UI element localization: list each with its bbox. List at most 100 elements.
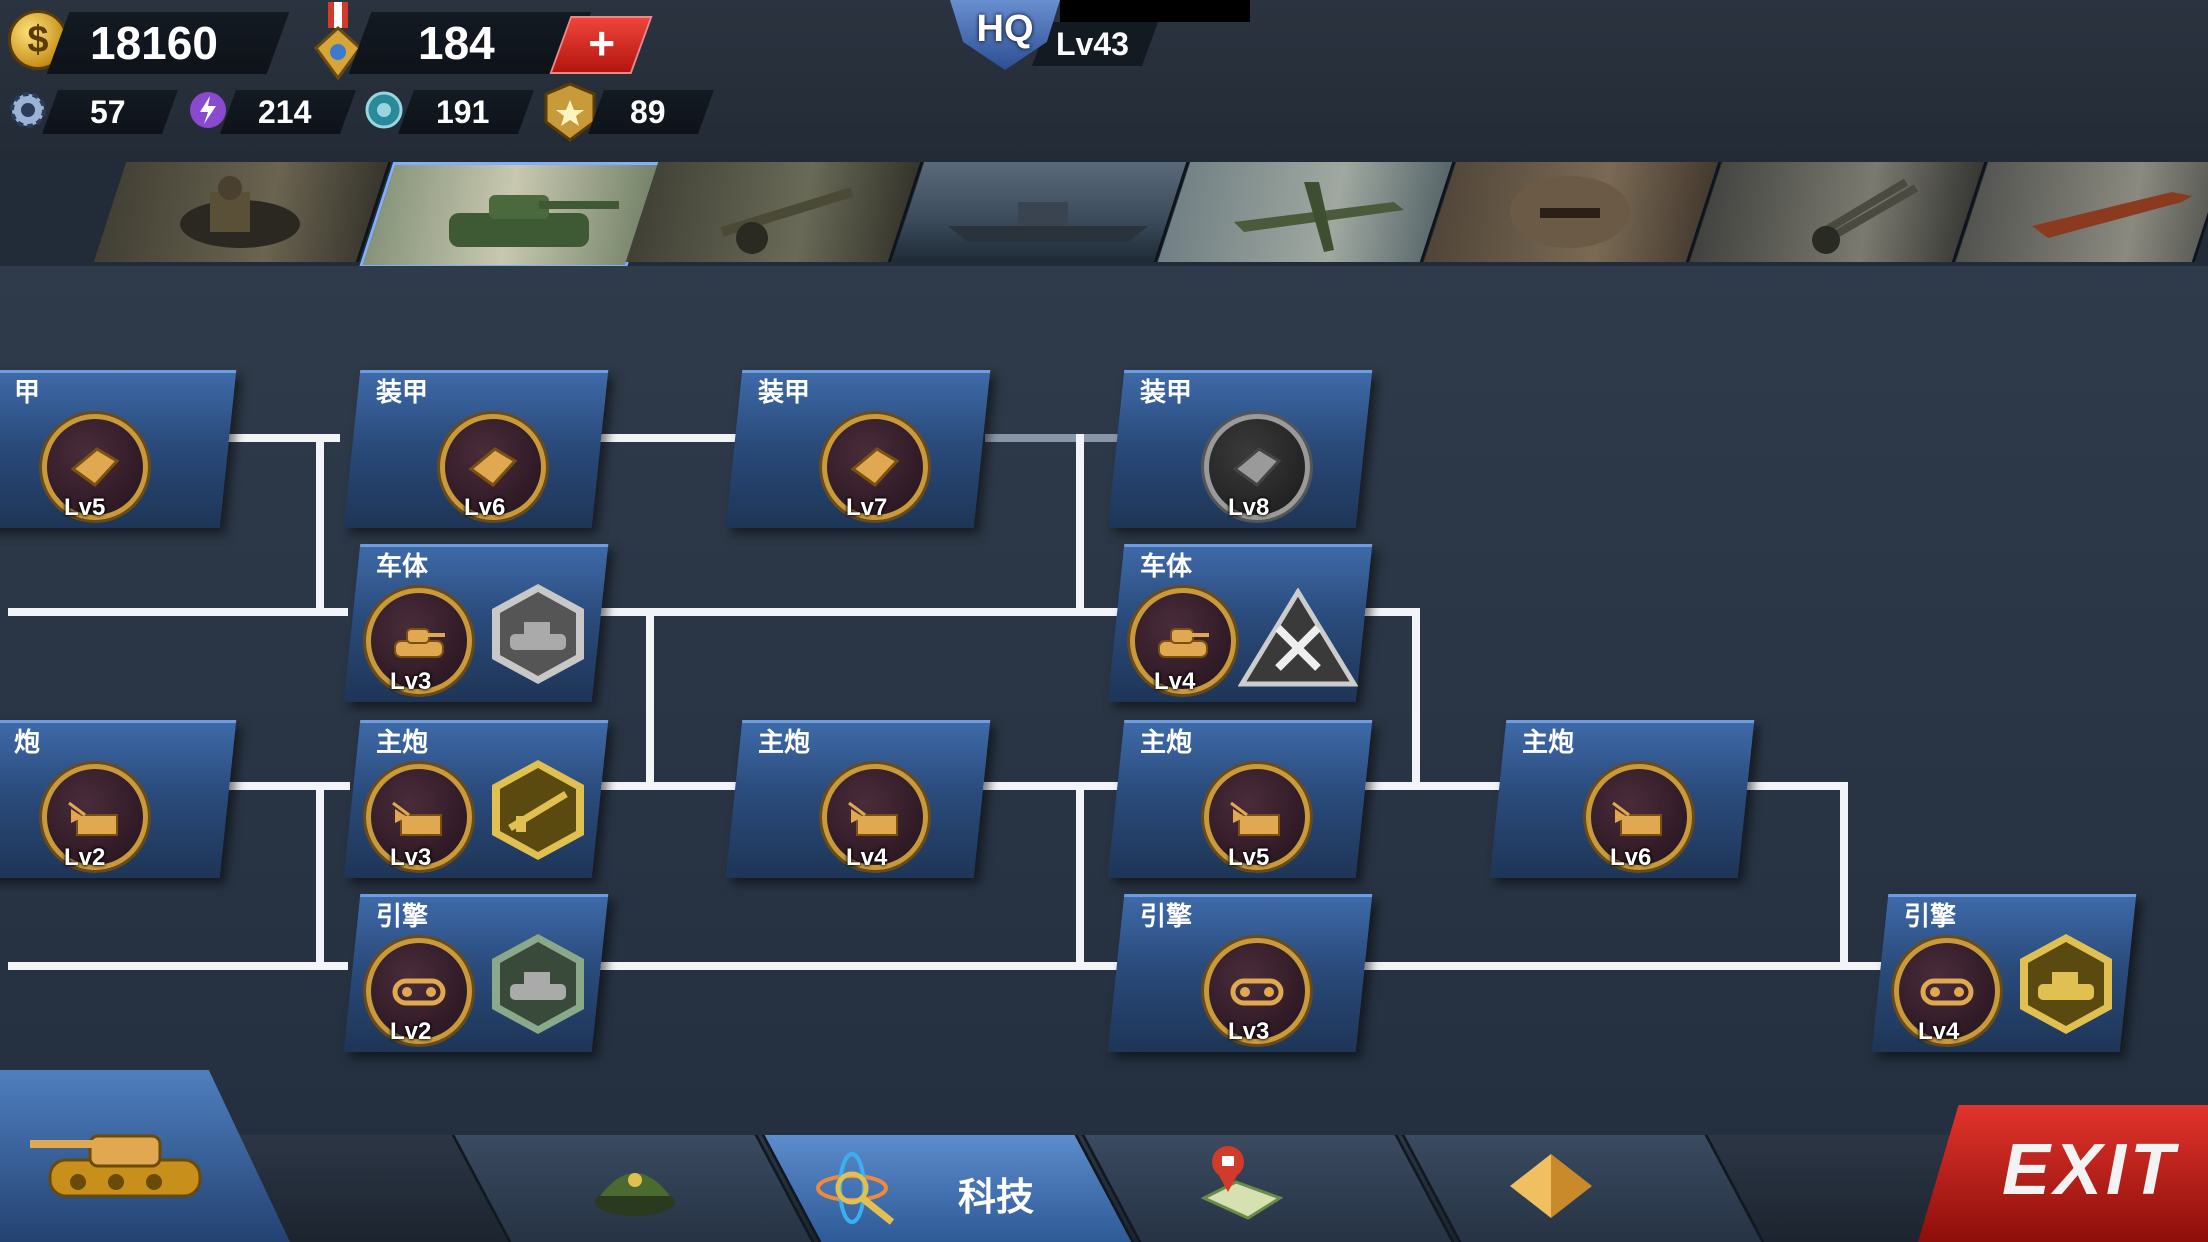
node-title: 炮: [14, 727, 41, 757]
connector: [1076, 782, 1084, 968]
exit-button[interactable]: EXIT: [1918, 1105, 2208, 1242]
category-artillery[interactable]: [625, 162, 924, 262]
tech-node-gun-lv4[interactable]: 主炮 Lv4: [725, 720, 991, 878]
connector: [646, 608, 654, 788]
armor-plate-icon: [440, 414, 546, 520]
exit-label: EXIT: [2002, 1130, 2179, 1210]
tech-node-armor-lv8[interactable]: 装甲 Lv8: [1107, 370, 1373, 528]
node-level: Lv6: [464, 494, 506, 521]
category-missile[interactable]: [1955, 162, 2208, 262]
gold-tank-icon: [30, 1100, 220, 1210]
node-title: 主炮: [758, 727, 811, 757]
tech-node-hull-lv3[interactable]: 车体 Lv3: [343, 544, 609, 702]
tech-node-engine-lv3[interactable]: 引擎 Lv3: [1107, 894, 1373, 1052]
engine-track-icon: [366, 938, 472, 1044]
connector: [1412, 608, 1420, 788]
badge-amount: 89: [630, 94, 666, 130]
tank-hull-icon: [1130, 588, 1236, 694]
medal-amount: 184: [418, 17, 495, 69]
category-tank[interactable]: [358, 162, 662, 268]
node-level: Lv5: [64, 494, 106, 521]
node-title: 车体: [376, 551, 429, 581]
category-infantry[interactable]: [93, 162, 392, 262]
main-gun-icon: [1586, 764, 1692, 870]
node-level: Lv2: [64, 844, 106, 871]
main-gun-icon: [366, 764, 472, 870]
main-gun-icon: [42, 764, 148, 870]
tech-node-armor-lv6[interactable]: 装甲 Lv6: [343, 370, 609, 528]
medal-icon: [310, 2, 366, 82]
node-level: Lv4: [846, 844, 888, 871]
map-pin-icon: [1196, 1140, 1286, 1222]
node-level: Lv4: [1918, 1018, 1960, 1045]
main-gun-icon: [822, 764, 928, 870]
node-level: Lv6: [1610, 844, 1652, 871]
energy-amount: 214: [258, 94, 312, 130]
tech-node-armor-lv5[interactable]: 甲 Lv5: [0, 370, 237, 528]
connector: [316, 782, 324, 968]
node-title: 引擎: [1904, 901, 1957, 931]
hq-exp-bar: [1060, 0, 1250, 22]
armor-plate-icon: [42, 414, 148, 520]
connector: [1076, 434, 1084, 614]
officer-cap-icon: [590, 1150, 680, 1226]
tech-node-hull-lv4[interactable]: 车体 Lv4: [1107, 544, 1373, 702]
connector: [8, 962, 348, 970]
hq-badge-label: HQ: [976, 8, 1034, 50]
tech-node-gun-lv2[interactable]: 炮 Lv2: [0, 720, 237, 878]
node-level: Lv7: [846, 494, 888, 521]
hq-level: Lv43: [1056, 26, 1129, 62]
parts-amount: 191: [436, 94, 490, 130]
node-level: Lv8: [1228, 494, 1270, 521]
connector: [985, 434, 1125, 442]
connector: [600, 434, 740, 442]
engine-track-icon: [1894, 938, 2000, 1044]
tank-hull-icon: [366, 588, 472, 694]
tech-node-gun-lv6[interactable]: 主炮 Lv6: [1489, 720, 1755, 878]
tech-node-engine-lv2[interactable]: 引擎 Lv2: [343, 894, 609, 1052]
tech-node-armor-lv7[interactable]: 装甲 Lv7: [725, 370, 991, 528]
connector: [220, 782, 350, 790]
node-title: 甲: [14, 377, 41, 407]
node-title: 引擎: [376, 901, 429, 931]
connector: [1360, 962, 1900, 970]
category-warship[interactable]: [891, 162, 1190, 262]
connector: [8, 608, 348, 616]
connector: [220, 434, 340, 442]
diamond-pyramid-icon: [1506, 1150, 1596, 1222]
category-aircraft[interactable]: [1157, 162, 1456, 262]
node-title: 主炮: [1522, 727, 1575, 757]
energy-icon: [188, 90, 228, 130]
badge-icon: [544, 82, 596, 142]
tank-hull-upgrade-locked-icon: [492, 584, 584, 684]
node-title: 主炮: [1140, 727, 1193, 757]
connector: [1360, 782, 1520, 790]
node-title: 引擎: [1140, 901, 1193, 931]
repair-tools-icon: [1237, 587, 1359, 688]
connector: [1840, 782, 1848, 968]
tech-atom-icon: [812, 1148, 902, 1228]
connector: [1740, 782, 1848, 790]
tank-upgrade-icon: [2020, 934, 2112, 1034]
main-gun-icon: [1204, 764, 1310, 870]
gear-amount: 57: [90, 94, 126, 130]
node-title: 装甲: [1140, 377, 1193, 407]
category-anti-air[interactable]: [1689, 162, 1988, 262]
category-bunker[interactable]: [1423, 162, 1722, 262]
node-title: 主炮: [376, 727, 429, 757]
node-level: Lv4: [1154, 668, 1196, 695]
buy-medals-button[interactable]: +: [549, 16, 653, 74]
tech-node-gun-lv5[interactable]: 主炮 Lv5: [1107, 720, 1373, 878]
tech-node-gun-lv3[interactable]: 主炮 Lv3: [343, 720, 609, 878]
armor-plate-locked-icon: [1204, 414, 1310, 520]
engine-upgrade-locked-icon: [492, 934, 584, 1034]
connector: [600, 608, 1120, 616]
armor-plate-icon: [822, 414, 928, 520]
node-level: Lv2: [390, 1018, 432, 1045]
node-level: Lv3: [390, 844, 432, 871]
node-title: 装甲: [758, 377, 811, 407]
tech-node-engine-lv4[interactable]: 引擎 Lv4: [1871, 894, 2137, 1052]
node-level: Lv3: [390, 668, 432, 695]
node-title: 装甲: [376, 377, 429, 407]
node-level: Lv3: [1228, 1018, 1270, 1045]
